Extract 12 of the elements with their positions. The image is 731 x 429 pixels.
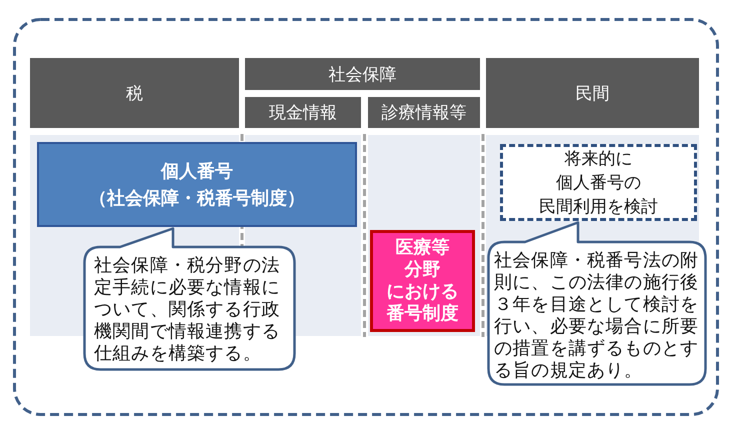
box-title: 個人番号 — [161, 160, 233, 184]
callout-text: 社会保障・税番号法の附則に、この法律の施行後３年を目途として検討を行い、必要な場合に所要の措置を講ずるものとする旨の規定あり。 — [494, 250, 700, 382]
callout-text: 社会保障・税分野の法定手続に必要な情報について、関係する行政機関間で情報連携する仕組みを構築する。 — [94, 255, 281, 365]
dashed-note-box: 将来的に個人番号の民間利用を検討 — [500, 144, 697, 221]
box-subtitle: （社会保障・税番号制度） — [89, 186, 305, 210]
column-header: 税 — [30, 58, 239, 128]
column-header: 現金情報 — [245, 97, 361, 128]
info-box — [37, 142, 357, 227]
column-header: 社会保障 — [245, 58, 480, 90]
column-header: 診療情報等 — [368, 97, 480, 128]
column-header: 民間 — [486, 58, 699, 128]
highlight-box: 医療等分野における番号制度 — [370, 230, 475, 332]
